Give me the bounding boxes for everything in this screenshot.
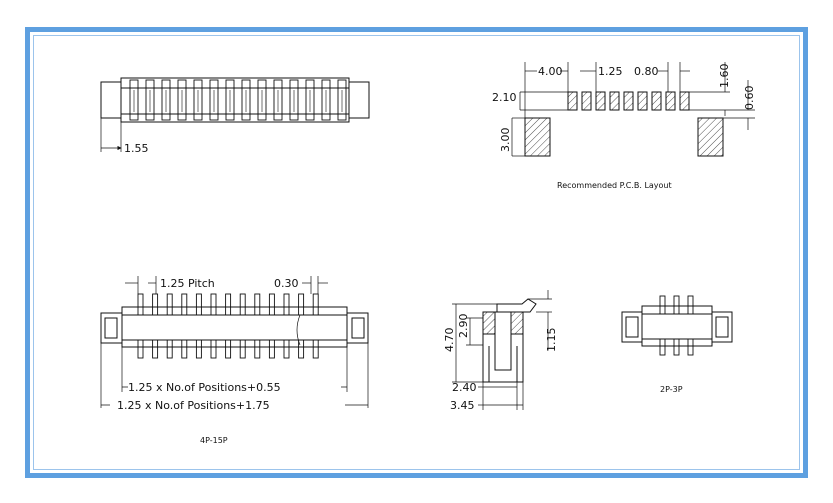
pcb-caption: Recommended P.C.B. Layout — [557, 181, 672, 190]
front-pin-top — [268, 293, 275, 316]
side-dim-top: 1.15 — [545, 328, 558, 353]
small-pin-bottom — [687, 338, 694, 356]
top-pin — [209, 79, 219, 121]
pcb-dim-pitch: 1.25 — [598, 65, 623, 78]
front-pin-bottom — [195, 339, 202, 359]
front-pin-top — [181, 293, 188, 316]
front-pin-bottom — [268, 339, 275, 359]
top-pin — [145, 79, 155, 121]
side-view: 4.70 2.90 1.15 2.40 3.45 — [443, 290, 558, 412]
side-dim-depth-inner: 2.40 — [452, 381, 477, 394]
top-pin — [337, 79, 347, 121]
top-pin — [273, 79, 283, 121]
front-caption: 4P-15P — [200, 436, 228, 445]
pcb-left-pad — [524, 117, 551, 157]
pcb-signal-pad — [665, 91, 676, 111]
front-pin-bottom — [137, 339, 144, 359]
pcb-dim-gap: 0.60 — [743, 86, 756, 111]
front-pin-bottom — [152, 339, 159, 359]
pcb-signal-pad — [567, 91, 578, 111]
front-pin-bottom — [166, 339, 173, 359]
formula-inner: 1.25 x No.of Positions+0.55 — [128, 381, 281, 394]
front-pin-width-label: 0.30 — [274, 277, 299, 290]
side-dim-depth-outer: 3.45 — [450, 399, 475, 412]
top-pin — [161, 79, 171, 121]
pcb-dim-big-pad-height: 3.00 — [499, 128, 512, 153]
front-view: 1.25 Pitch 0.30 1.25 x No.of Positions+0… — [100, 276, 369, 445]
side-dim-height: 4.70 — [443, 328, 456, 353]
front-pin-bottom — [312, 339, 319, 359]
top-pin — [241, 79, 251, 121]
top-pin — [177, 79, 187, 121]
inner-frame — [33, 35, 800, 470]
front-pin-bottom — [225, 339, 232, 359]
front-pin-top — [195, 293, 202, 316]
small-pin-top — [673, 295, 680, 315]
pcb-dim-pad-width: 0.80 — [634, 65, 659, 78]
small-pin-top — [659, 295, 666, 315]
small-view: 2P-3P — [621, 295, 733, 394]
front-pin-top — [137, 293, 144, 316]
front-pin-bottom — [283, 339, 290, 359]
pcb-layout: 4.00 1.25 0.80 1.60 0.60 2.10 3.00 Recom… — [492, 62, 756, 190]
front-pin-top — [152, 293, 159, 316]
pcb-dim-left-height: 2.10 — [492, 91, 517, 104]
front-pin-top — [166, 293, 173, 316]
front-pin-top — [312, 293, 319, 316]
front-pin-bottom — [298, 339, 305, 359]
top-pin — [193, 79, 203, 121]
pcb-right-pad — [697, 117, 724, 157]
pcb-signal-pad — [637, 91, 648, 111]
top-view-pins — [129, 79, 347, 121]
pcb-dim-pad-height: 1.60 — [718, 64, 731, 89]
top-pin — [257, 79, 267, 121]
front-pitch-label: 1.25 Pitch — [160, 277, 215, 290]
small-view-pins — [659, 295, 694, 356]
formula-outer: 1.25 x No.of Positions+1.75 — [117, 399, 270, 412]
pcb-signal-pad — [623, 91, 634, 111]
front-pin-bottom — [254, 339, 261, 359]
top-pin — [129, 79, 139, 121]
top-pin — [305, 79, 315, 121]
small-pin-top — [687, 295, 694, 315]
top-view-dim-label: 1.55 — [124, 142, 149, 155]
side-dim-inner: 2.90 — [457, 314, 470, 339]
front-pin-bottom — [210, 339, 217, 359]
outer-frame — [25, 27, 808, 478]
pcb-signal-pad — [679, 91, 690, 111]
small-pin-bottom — [659, 338, 666, 356]
top-pin — [321, 79, 331, 121]
top-pin — [225, 79, 235, 121]
pcb-dim-4-00: 4.00 — [538, 65, 563, 78]
front-view-pins — [137, 293, 319, 359]
pcb-signal-pads — [567, 91, 690, 111]
small-caption: 2P-3P — [660, 385, 683, 394]
pcb-signal-pad — [651, 91, 662, 111]
front-pin-bottom — [239, 339, 246, 359]
front-pin-top — [254, 293, 261, 316]
front-pin-top — [239, 293, 246, 316]
front-pin-bottom — [181, 339, 188, 359]
front-pin-top — [283, 293, 290, 316]
front-pin-top — [210, 293, 217, 316]
top-pin — [289, 79, 299, 121]
small-pin-bottom — [673, 338, 680, 356]
front-pin-top — [298, 293, 305, 316]
top-view: 1.55 — [100, 77, 370, 155]
pcb-signal-pad — [609, 91, 620, 111]
pcb-signal-pad — [581, 91, 592, 111]
front-pin-top — [225, 293, 232, 316]
pcb-signal-pad — [595, 91, 606, 111]
